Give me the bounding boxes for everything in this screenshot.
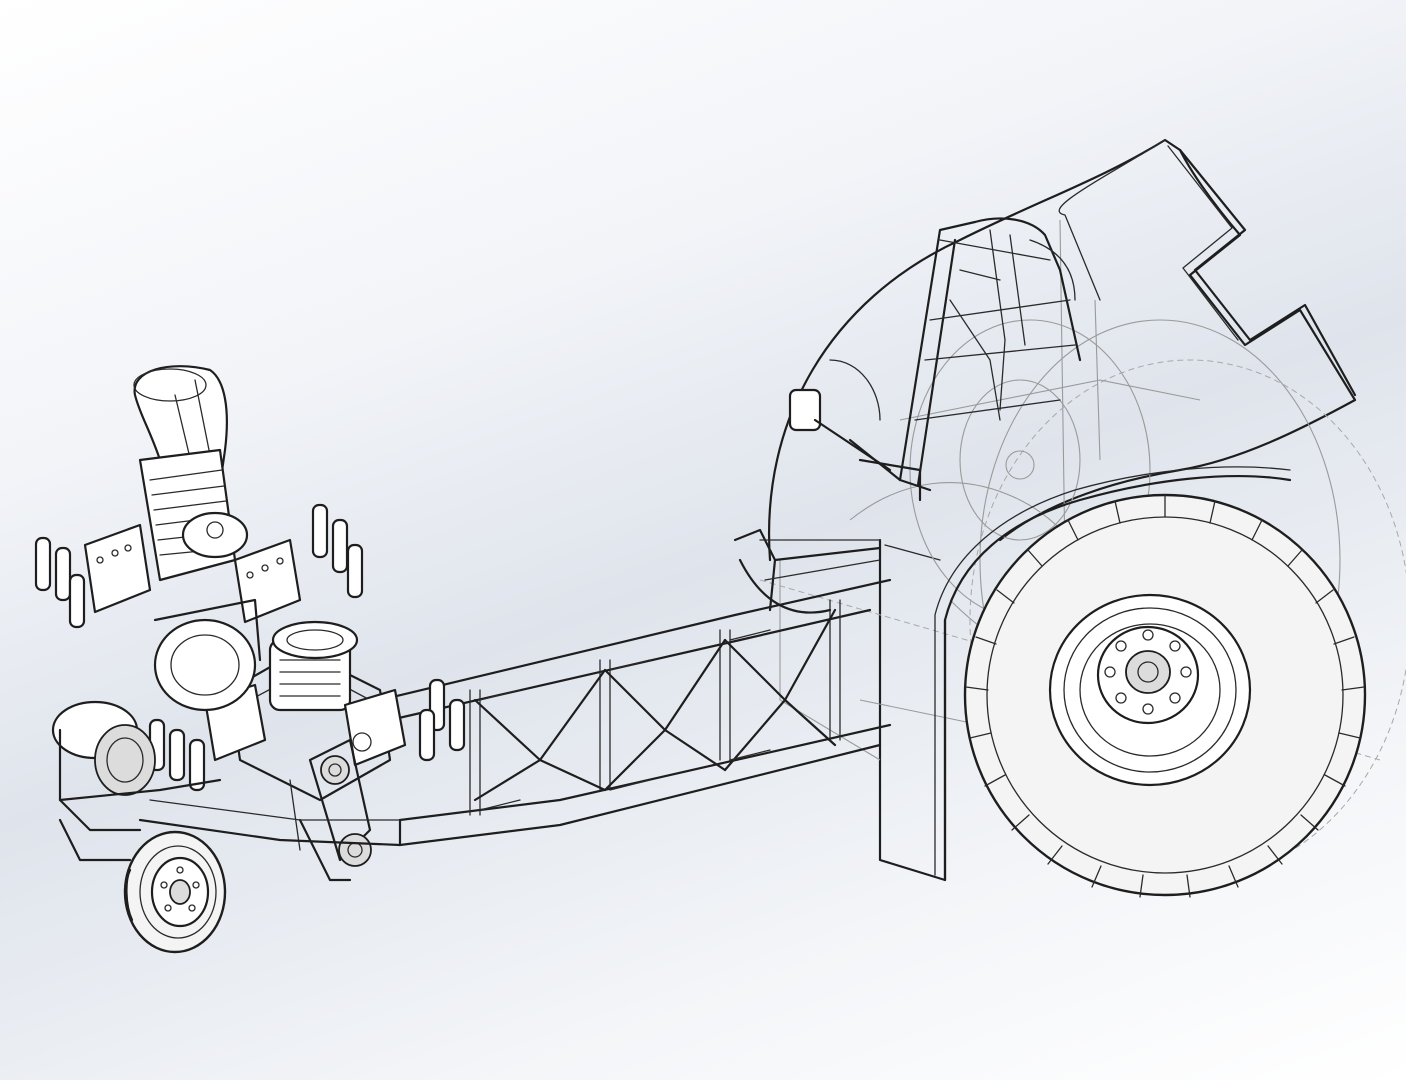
drive-belt bbox=[308, 738, 372, 862]
front-engine-block bbox=[34, 365, 364, 712]
fender-lip bbox=[943, 474, 1292, 882]
gear-icon bbox=[352, 732, 372, 752]
lower-pulley bbox=[338, 833, 372, 867]
rear-hub bbox=[1096, 625, 1200, 725]
chassis-frame-truss bbox=[378, 528, 892, 847]
front-exhaust-headers bbox=[34, 503, 364, 629]
front-weight-assembly bbox=[51, 700, 402, 862]
rear-lug-nuts bbox=[1104, 629, 1192, 715]
front-valve-cover-left bbox=[83, 523, 152, 614]
front-wheel bbox=[123, 830, 227, 954]
roll-cage bbox=[788, 217, 1082, 502]
rear-engine-block bbox=[148, 620, 466, 882]
rear-wheel bbox=[963, 493, 1367, 898]
rear-blower-ribs bbox=[279, 659, 341, 697]
rear-tire-tread bbox=[965, 494, 1365, 898]
rear-blower-scoop bbox=[271, 620, 359, 660]
front-weight-cylinder bbox=[94, 724, 156, 796]
upper-pulley bbox=[320, 755, 350, 785]
rear-exhaust-headers bbox=[148, 678, 466, 792]
front-valve-cover-right bbox=[233, 538, 302, 624]
bellhousing bbox=[153, 618, 257, 712]
steering-wheel-hub bbox=[788, 388, 822, 432]
